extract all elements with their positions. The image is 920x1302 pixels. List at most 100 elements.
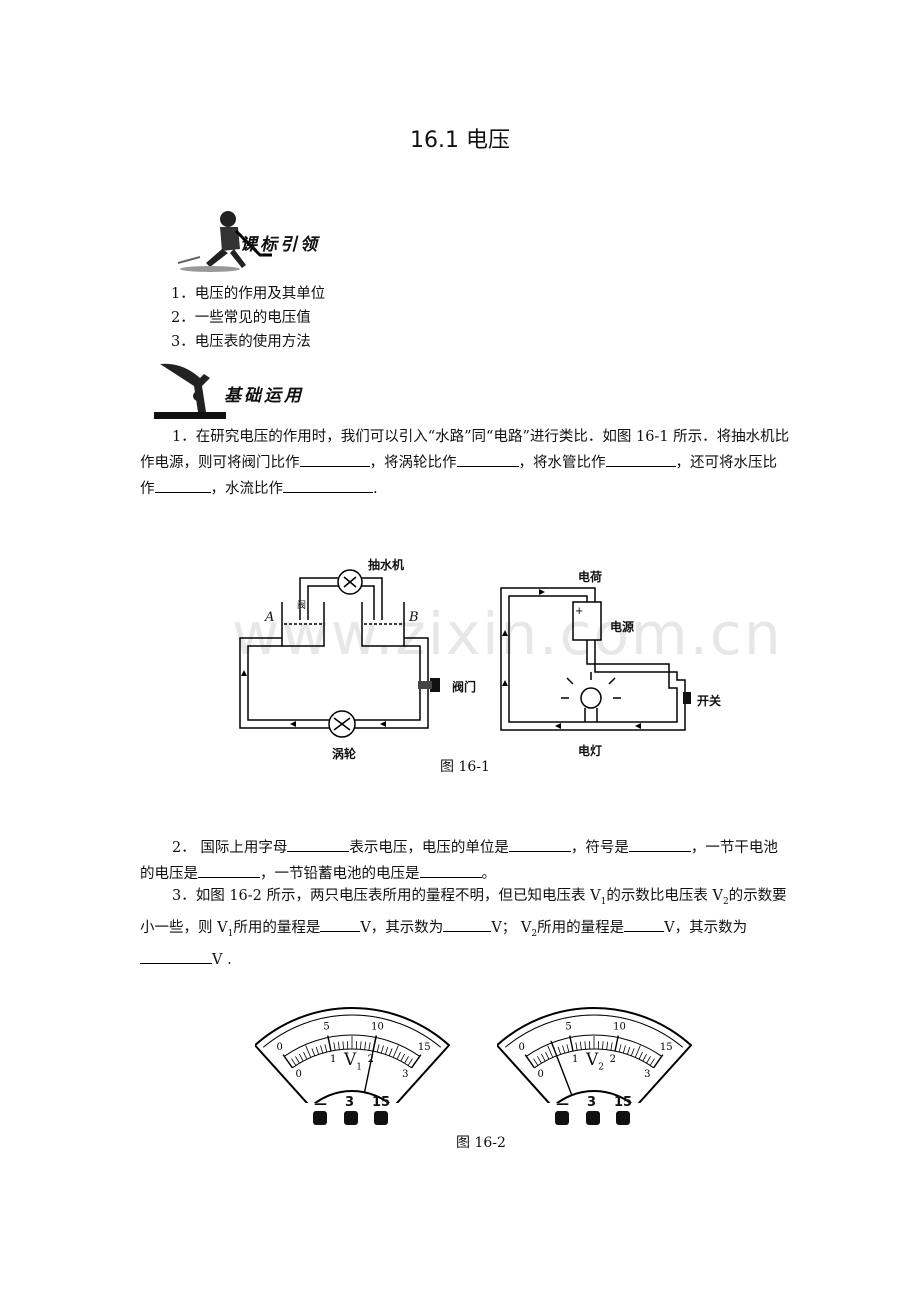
v2-letter: V	[586, 1050, 599, 1070]
meter-tick	[626, 1046, 631, 1055]
q2-text-6: 。	[481, 866, 497, 882]
meter-tick	[333, 1042, 336, 1051]
q3-blank-v1-reading[interactable]	[443, 915, 492, 932]
q1-text-2: ，将涡轮比作	[369, 455, 457, 471]
meter-tick	[368, 1042, 371, 1051]
meter-tick	[638, 1051, 643, 1060]
outer-scale-label: 0	[277, 1042, 283, 1053]
meter-tick	[579, 1041, 582, 1050]
q1-text-4: ，还可将水压比作	[140, 455, 777, 497]
meter-tick	[411, 1054, 422, 1069]
meter-tick	[642, 1053, 647, 1062]
meter-tick	[342, 1041, 344, 1050]
terminal-3	[586, 1111, 600, 1125]
label-lamp: 电灯	[578, 744, 603, 758]
q1-blank-flow[interactable]	[283, 476, 373, 493]
label-pump: 抽水机	[368, 558, 405, 572]
meter-tick	[364, 1041, 367, 1050]
q1-text-6: .	[373, 481, 378, 497]
svg-text:+: +	[575, 606, 583, 617]
terminal-3-label: 3	[345, 1095, 355, 1110]
terminal-neg-label: —	[556, 1097, 569, 1112]
question-3: 3．如图 16-2 所示，两只电压表所用的量程不明，但已知电压表 V1的示数比电…	[140, 883, 790, 973]
outer-scale-label: 5	[565, 1022, 571, 1033]
q3-text-1: 3．如图 16-2 所示，两只电压表所用的量程不明，但已知电压表 V	[172, 888, 601, 904]
q1-blank-pipe[interactable]	[605, 450, 676, 467]
outer-scale-label: 10	[613, 1022, 626, 1033]
meter-tick	[360, 1041, 362, 1050]
meter-tick	[533, 1058, 539, 1066]
q2-text-5: ，一节铅蓄电池的电压是	[260, 866, 420, 882]
q1-blank-turbine[interactable]	[456, 450, 519, 467]
meter-tick	[569, 1035, 574, 1052]
q3-text-9: V .	[212, 951, 232, 968]
meter-tick	[404, 1056, 409, 1064]
inner-scale-label: 3	[402, 1069, 408, 1080]
outer-scale-label: 15	[660, 1042, 673, 1053]
meter-tick	[295, 1056, 300, 1064]
q2-blank-symbol[interactable]	[628, 835, 691, 852]
terminal-neg	[313, 1111, 327, 1125]
terminal-15	[616, 1111, 630, 1125]
question-2: 2． 国际上用字母表示电压，电压的单位是，符号是，一节干电池的电压是，一节铅蓄电…	[140, 835, 790, 887]
outer-scale-label: 5	[323, 1022, 329, 1033]
meter-tick	[557, 1046, 562, 1055]
q1-blank-pressure[interactable]	[154, 476, 211, 493]
inner-scale-label: 2	[610, 1054, 616, 1065]
q3-text-7: 所用的量程是	[537, 919, 625, 936]
outer-scale-label: 10	[371, 1022, 384, 1033]
section-title-curriculum: 课标引领	[240, 235, 320, 255]
voltmeter-1-label: V1	[344, 1050, 362, 1072]
meter-tick	[299, 1053, 304, 1062]
q2-blank-unit[interactable]	[508, 835, 571, 852]
terminal-neg-label: —	[314, 1097, 327, 1112]
q1-text-3: ，将水管比作	[518, 455, 606, 471]
q3-text-3: 的示数要小一些，则 V	[140, 888, 787, 936]
q3-blank-v2-range[interactable]	[624, 915, 665, 932]
meter-tick	[653, 1054, 664, 1069]
q3-text-5: V，其示数为	[360, 919, 444, 936]
q3-blank-v2-reading[interactable]	[140, 947, 212, 964]
label-switch: 开关	[697, 694, 722, 708]
meter-scale-band	[284, 1034, 420, 1069]
meter-casing	[495, 1007, 693, 1109]
q3-sub-2: 2	[722, 896, 729, 907]
meter-scale-band	[526, 1034, 662, 1069]
voltmeter-2-terminals: — 3 15	[552, 1095, 642, 1127]
q2-blank-lead-cell[interactable]	[419, 861, 482, 878]
meter-tick	[547, 1045, 554, 1058]
label-a: A	[265, 610, 275, 625]
meter-tick	[388, 1048, 393, 1057]
meter-tick	[291, 1058, 297, 1066]
inner-scale-label: 0	[537, 1069, 543, 1080]
meter-tick	[649, 1058, 655, 1066]
q3-blank-v1-range[interactable]	[320, 915, 361, 932]
q1-blank-valve[interactable]	[299, 450, 370, 467]
outer-scale-label: 0	[519, 1042, 525, 1053]
meter-tick	[575, 1042, 578, 1051]
meter-casing	[253, 1007, 451, 1109]
meter-tick	[315, 1046, 320, 1055]
q2-blank-dry-cell[interactable]	[198, 861, 260, 878]
q2-text-1: 2． 国际上用字母	[172, 840, 288, 856]
meter-tick	[384, 1046, 389, 1055]
label-b: B	[409, 610, 419, 625]
terminal-3	[344, 1111, 358, 1125]
q3-sub-3: 1	[227, 928, 234, 939]
q3-text-8: V，其示数为	[664, 919, 748, 936]
meter-tick	[562, 1045, 566, 1054]
meter-tick	[566, 1044, 570, 1053]
meter-tick	[610, 1042, 613, 1051]
meter-tick	[614, 1035, 619, 1052]
q2-blank-letter[interactable]	[287, 835, 350, 852]
label-pool: 阀	[297, 601, 307, 611]
q2-text-4: ，一节干电池的电压是	[140, 840, 778, 882]
meter-tick	[392, 1045, 399, 1058]
meter-tick	[584, 1041, 586, 1050]
terminal-3-label: 3	[587, 1095, 597, 1110]
meter-tick	[606, 1041, 609, 1050]
